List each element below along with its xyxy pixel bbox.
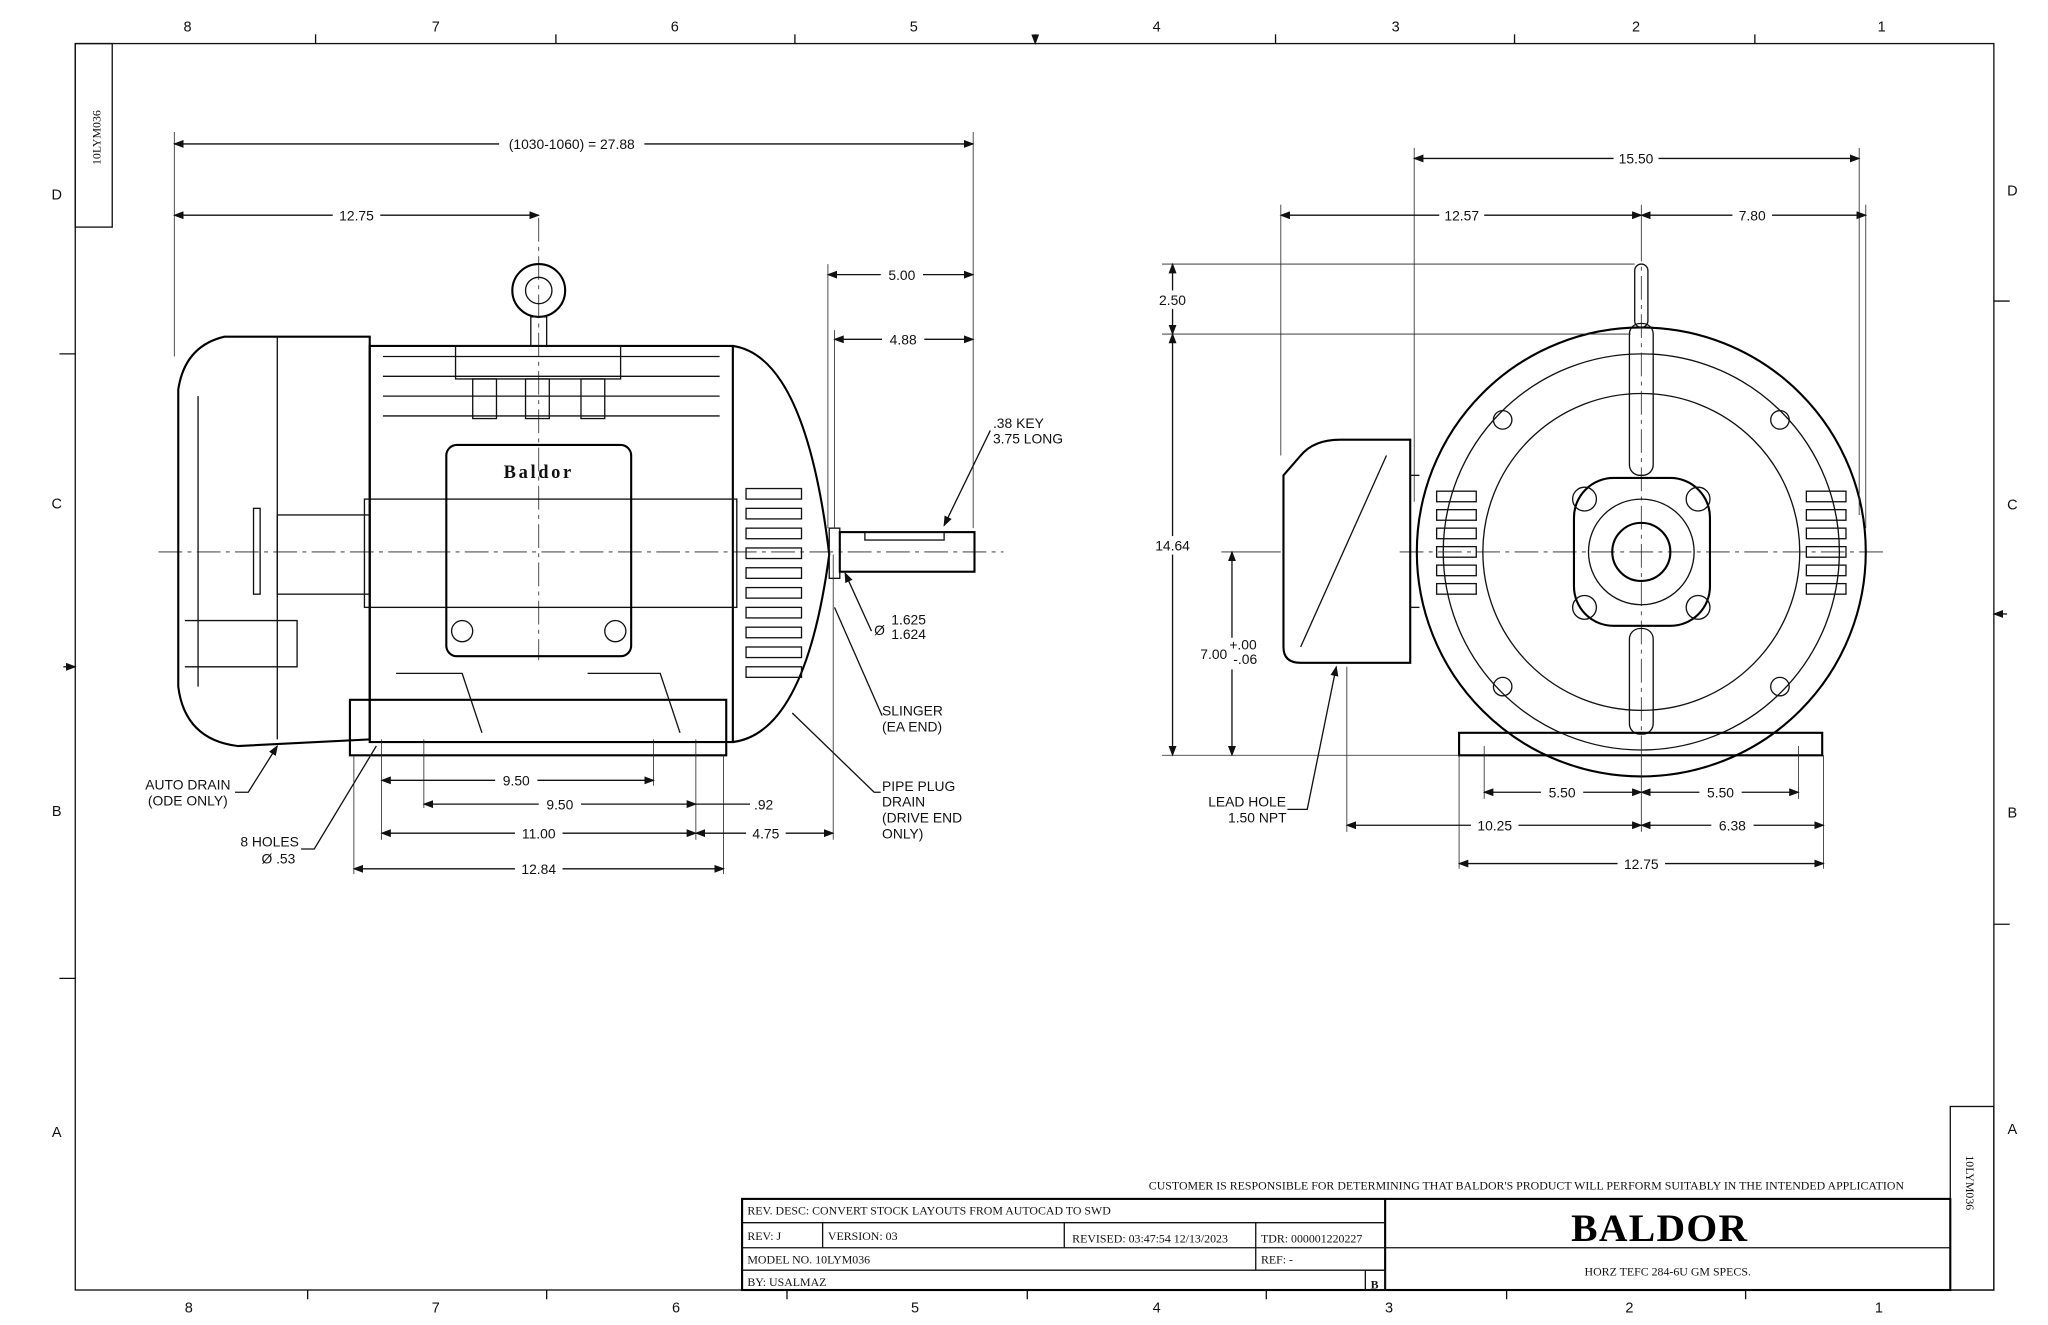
dim-5-50-left: 5.50 [1549,785,1576,801]
zone-col: 6 [671,20,679,36]
holes-dia-label: Ø .53 [261,851,295,867]
zone-row: D [2007,183,2017,199]
shaft-dia-max: 1.625 [891,612,926,628]
dim-4-75: 4.75 [752,825,779,841]
dim-9-50-top: 9.50 [503,773,530,789]
zone-row: C [2007,498,2017,514]
zone-row: D [52,187,62,203]
drawing-border [74,42,1995,1291]
key-label: .38 KEY [993,415,1044,431]
drawn-by: BY: USALMAZ [747,1275,826,1289]
revised-date: REVISED: 03:47:54 12/13/2023 [1072,1231,1228,1245]
zone-row: A [2008,1122,2018,1138]
zone-col: 2 [1632,20,1640,36]
shaft-dia-min: 1.624 [891,626,926,642]
lead-hole-size: 1.50 NPT [1228,810,1287,826]
zone-labels-top: 8 7 6 5 4 3 2 1 [183,20,1885,36]
dim-11-00: 11.00 [522,825,556,841]
customer-notice: CUSTOMER IS RESPONSIBLE FOR DETERMINING … [1149,1179,1905,1193]
zone-col: 3 [1385,1300,1393,1316]
drawing-description: HORZ TEFC 284-6U GM SPECS. [1585,1264,1751,1278]
zone-row: B [52,804,62,820]
dim-5-00: 5.00 [888,267,915,283]
sheet-size: B [1371,1278,1379,1292]
key-length-label: 3.75 LONG [993,431,1063,447]
zone-row: C [52,496,62,512]
pipe-plug-label: DRAIN [882,794,925,810]
baldor-logo: BALDOR [1571,1206,1748,1250]
tdr-number: TDR: 000001220227 [1261,1231,1362,1245]
zone-col: 7 [432,20,440,36]
zone-col: 5 [910,20,918,36]
drawing-id-bottom: 10LYM036 [1963,1155,1977,1210]
zone-labels-rows: D C B A D C B A [52,183,2018,1140]
ref: REF: - [1261,1253,1293,1267]
pipe-plug-label: (DRIVE END [882,810,962,826]
dim-4-88: 4.88 [890,332,917,348]
pipe-plug-label: PIPE PLUG [882,778,955,794]
dim-9-50-bottom: 9.50 [546,796,573,812]
zone-col: 3 [1392,20,1400,36]
dim-14-64: 14.64 [1155,538,1190,554]
zone-col: 2 [1625,1300,1633,1316]
zone-col: 4 [1153,1300,1161,1316]
zone-col: 8 [183,20,191,36]
dim-12-75-base: 12.75 [1624,856,1659,872]
holes-label: 8 HOLES [240,833,299,849]
dim-5-50-right: 5.50 [1707,785,1734,801]
dim-7-00: 7.00 [1200,646,1227,662]
zone-col: 6 [672,1300,680,1316]
dim-7-80: 7.80 [1739,208,1766,224]
zone-labels-bottom: 8 7 6 5 4 3 2 1 [185,1300,1883,1316]
drawing-id-top: 10LYM036 [89,110,103,165]
diameter-symbol: Ø [874,622,885,638]
drawing-id-box-top [74,42,113,228]
dim-2-50: 2.50 [1159,292,1186,308]
rev: REV: J [747,1229,781,1243]
dim-15-50: 15.50 [1619,151,1654,167]
lead-hole-label: LEAD HOLE [1208,794,1286,810]
zone-row: A [52,1125,62,1141]
side-view-dimensions: (1030-1060) = 27.88 12.75 5.00 4.88 .38 … [145,132,1063,879]
nameplate-logo: Baldor [504,462,574,482]
model-number: MODEL NO. 10LYM036 [747,1253,870,1267]
tolerance-minus: -.06 [1233,651,1257,667]
dim-12-57: 12.57 [1444,208,1479,224]
dim-10-25: 10.25 [1477,818,1512,834]
end-view-motor [1282,237,1889,778]
dim-0-92: .92 [754,796,774,812]
side-view-motor: Baldor [158,217,1004,757]
tolerance-plus: +.00 [1229,637,1257,653]
zone-col: 1 [1875,1300,1883,1316]
title-block: CUSTOMER IS RESPONSIBLE FOR DETERMINING … [741,1179,1952,1292]
auto-drain-sub-label: (ODE ONLY) [148,792,228,808]
zone-col: 8 [185,1300,193,1316]
dim-12-75: 12.75 [339,208,374,224]
zone-col: 7 [432,1300,440,1316]
zone-ticks [59,34,2010,1300]
pipe-plug-label: ONLY) [882,825,923,841]
zone-row: B [2008,805,2018,821]
slinger-sub-label: (EA END) [882,718,942,734]
rev-desc: REV. DESC: CONVERT STOCK LAYOUTS FROM AU… [747,1204,1111,1218]
version: VERSION: 03 [828,1229,898,1243]
auto-drain-label: AUTO DRAIN [145,777,230,793]
dim-12-84: 12.84 [521,861,556,877]
end-view-dimensions: 15.50 12.57 7.80 2.50 14.64 7.00 +.00 -.… [1151,147,1868,873]
dim-overall-length: (1030-1060) = 27.88 [509,136,635,152]
zone-col: 1 [1878,20,1886,36]
zone-col: 5 [911,1300,919,1316]
zone-col: 4 [1153,20,1161,36]
slinger-label: SLINGER [882,703,943,719]
dim-6-38: 6.38 [1719,818,1746,834]
